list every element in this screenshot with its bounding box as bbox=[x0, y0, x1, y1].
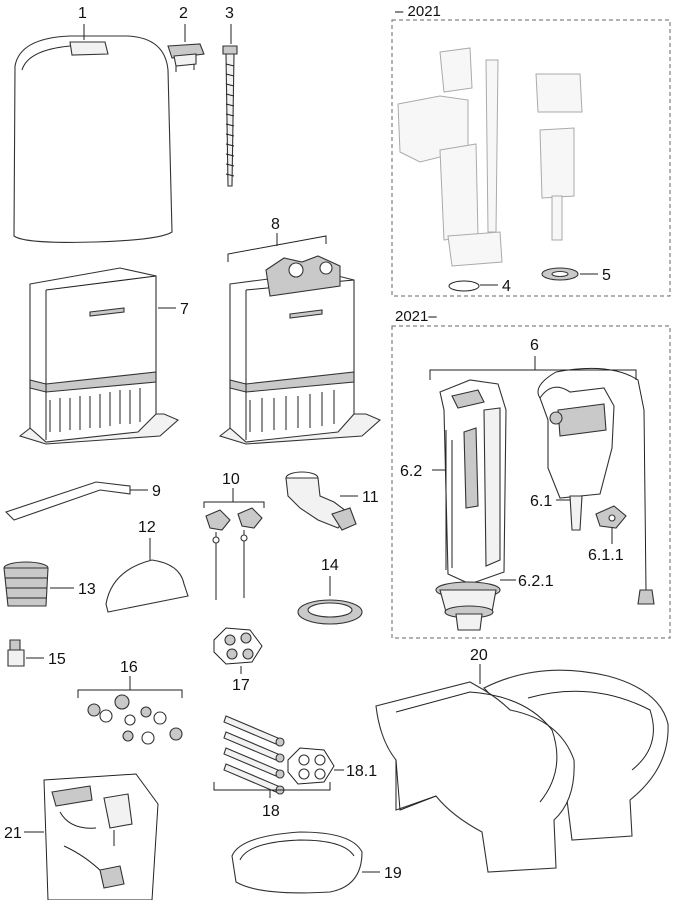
part-8-cistern-with-fittings bbox=[218, 255, 382, 445]
bracket-18 bbox=[213, 782, 331, 791]
callout-17: 17 bbox=[232, 677, 250, 694]
callout-4: 4 bbox=[502, 278, 511, 295]
part-17-fixing-caps bbox=[213, 627, 263, 665]
callout-20: 20 bbox=[470, 647, 488, 664]
part-4-seal-ring bbox=[448, 280, 480, 292]
legacy-fill-valve bbox=[535, 73, 583, 241]
callout-9: 9 bbox=[152, 483, 161, 500]
part-11-flush-elbow bbox=[285, 471, 357, 531]
part-6-1-fill-valve bbox=[537, 367, 655, 605]
callout-8: 8 bbox=[271, 216, 280, 233]
current-section-frame bbox=[391, 325, 671, 639]
part-19-toilet-seat bbox=[231, 831, 363, 894]
part-14-pan-seal bbox=[297, 599, 363, 625]
part-6-2-flush-valve bbox=[439, 379, 507, 585]
callout-18: 18 bbox=[262, 803, 280, 820]
part-7-cistern-body bbox=[18, 267, 180, 445]
callout-14: 14 bbox=[321, 557, 339, 574]
part-20-wc-pan bbox=[375, 669, 669, 873]
part-13-connector-sleeve bbox=[3, 561, 49, 607]
callout-10: 10 bbox=[222, 471, 240, 488]
part-15-angle-valve bbox=[7, 639, 25, 667]
part-12-cover-plate bbox=[105, 559, 189, 613]
part-21-electronic-kit bbox=[51, 785, 133, 889]
callout-18-1: 18.1 bbox=[346, 763, 377, 780]
part-1-cistern-cover bbox=[13, 35, 173, 243]
bracket-10 bbox=[203, 501, 265, 508]
part-6-1-1-small-valve bbox=[595, 505, 627, 529]
legacy-flush-valve bbox=[397, 47, 503, 267]
callout-12: 12 bbox=[138, 519, 156, 536]
bracket-16 bbox=[77, 689, 183, 698]
part-16-small-parts-set bbox=[87, 694, 183, 745]
callout-6-2: 6.2 bbox=[400, 463, 422, 480]
callout-11: 11 bbox=[362, 489, 379, 506]
callout-6-1-1: 6.1.1 bbox=[588, 547, 624, 564]
callout-2: 2 bbox=[179, 5, 188, 22]
part-2-actuator bbox=[167, 43, 205, 72]
part-18-fixing-bolts bbox=[223, 715, 285, 795]
callout-6-1: 6.1 bbox=[530, 493, 552, 510]
legacy-section-frame bbox=[391, 19, 671, 297]
callout-7: 7 bbox=[180, 301, 189, 318]
current-section-label: 2021– bbox=[395, 308, 437, 325]
legacy-section-label: – 2021 bbox=[395, 3, 441, 20]
callout-1: 1 bbox=[78, 5, 87, 22]
callout-6-2-1: 6.2.1 bbox=[518, 573, 554, 590]
part-18-1-washer-set bbox=[287, 747, 335, 785]
callout-6: 6 bbox=[530, 337, 539, 354]
callout-3: 3 bbox=[225, 5, 234, 22]
callout-21: 21 bbox=[4, 825, 22, 842]
bracket-6 bbox=[429, 369, 637, 380]
callout-19: 19 bbox=[384, 865, 402, 882]
part-9-bracket bbox=[4, 481, 131, 521]
part-6-2-1-valve-base bbox=[435, 581, 501, 631]
part-21-frame bbox=[43, 773, 159, 900]
part-10-wall-fixing-set bbox=[205, 507, 263, 600]
callout-16: 16 bbox=[120, 659, 138, 676]
callout-15: 15 bbox=[48, 651, 66, 668]
callout-5: 5 bbox=[602, 267, 611, 284]
part-3-adjustable-rod bbox=[222, 45, 238, 187]
callout-13: 13 bbox=[78, 581, 96, 598]
